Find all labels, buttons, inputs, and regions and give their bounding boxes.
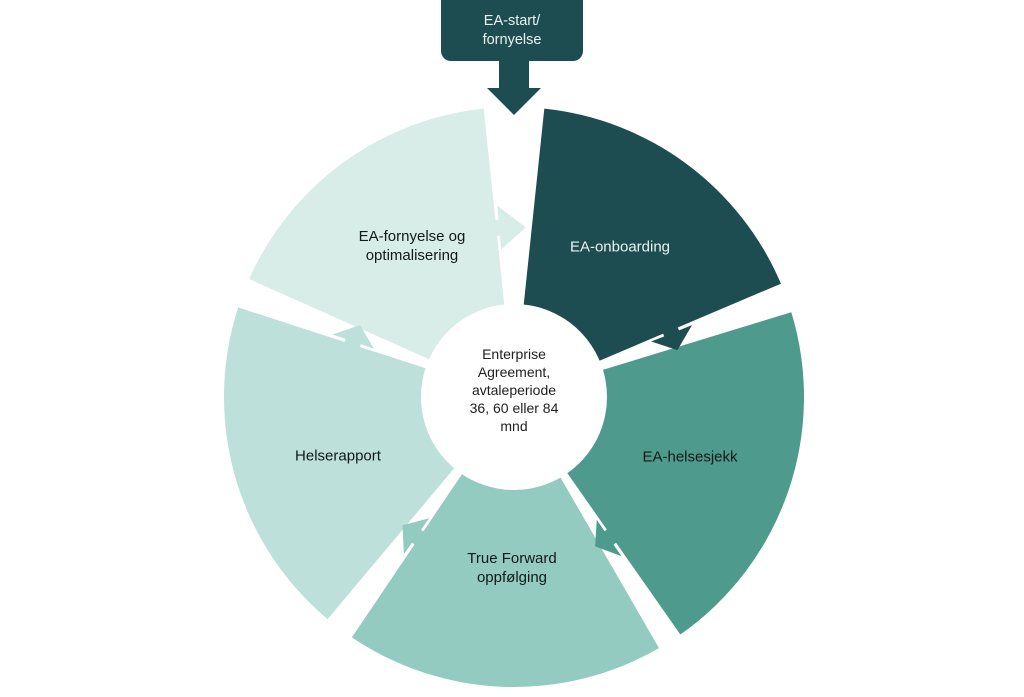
- center-label: Enterprise Agreement, avtaleperiode 36, …: [469, 346, 559, 434]
- arrow-truforward-to-next: [402, 518, 430, 555]
- start-down-arrow: [487, 60, 541, 115]
- segment-helserapport: [223, 307, 463, 620]
- segment-label-fornyelse: EA-fornyelse og optimalisering: [358, 228, 466, 264]
- arrow-fornyelse-to-next: [489, 205, 526, 250]
- segment-helsesjekk: [559, 312, 804, 635]
- segment-truforward: [351, 463, 659, 687]
- segment-label-helserapport: Helserapport: [295, 447, 381, 465]
- arrow-onboarding-to-next: [651, 321, 693, 351]
- segment-label-helsesjekk: EA-helsesjekk: [642, 448, 738, 466]
- start-renewal-box: EA-start/ fornyelse: [441, 0, 583, 61]
- segment-fornyelse: [249, 108, 506, 365]
- arrow-helserapport-to-next: [332, 325, 375, 353]
- arrow-helsesjekk-to-next: [595, 519, 622, 557]
- segment-label-truforward: True Forward oppfølging: [467, 550, 557, 586]
- start-renewal-label: EA-start/ fornyelse: [482, 12, 542, 48]
- segment-label-onboarding: EA-onboarding: [569, 238, 671, 256]
- center-circle: [421, 304, 607, 490]
- segment-onboarding: [522, 108, 781, 366]
